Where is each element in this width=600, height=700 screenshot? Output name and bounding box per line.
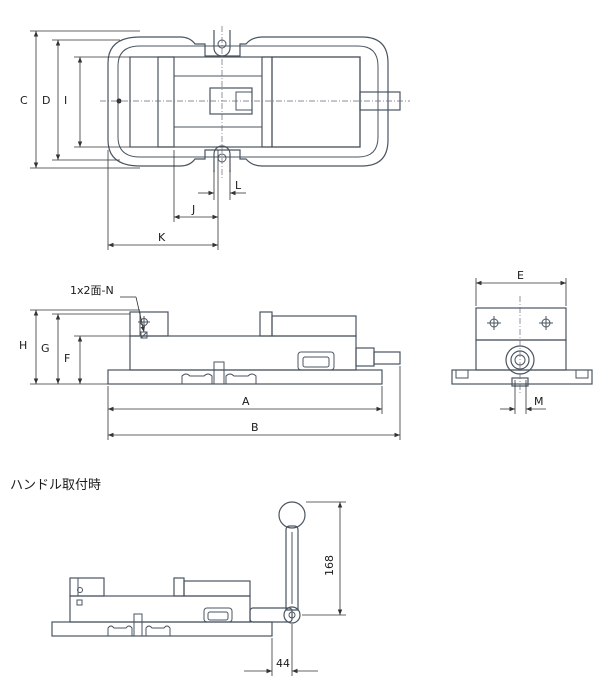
side-base-step bbox=[455, 370, 589, 379]
front-base-notch bbox=[225, 373, 257, 384]
top-movable-jaw bbox=[261, 56, 273, 148]
top-inner-frame bbox=[117, 45, 379, 158]
label-chamfer-note: 1x2面-N bbox=[70, 284, 114, 297]
label-i: I bbox=[64, 94, 67, 107]
side-body-lower bbox=[475, 339, 567, 371]
handle-pin-hole bbox=[77, 587, 83, 593]
front-shaft-end bbox=[373, 351, 401, 365]
front-base-plate bbox=[107, 369, 383, 385]
handle-grip-knob bbox=[278, 501, 306, 529]
handle-main-body bbox=[69, 595, 251, 623]
front-view: 1x2面-N H G F A B bbox=[19, 284, 401, 440]
handle-fixed-jaw-lip bbox=[69, 577, 79, 597]
handle-center-slot bbox=[133, 613, 143, 637]
label-a: A bbox=[242, 395, 250, 408]
top-main-body bbox=[129, 56, 361, 148]
front-fixed-jaw bbox=[129, 311, 169, 337]
handle-hub bbox=[283, 606, 301, 624]
section-title: ハンドル取付時 bbox=[10, 478, 101, 493]
top-fixed-jaw bbox=[157, 56, 175, 148]
label-h: H bbox=[19, 339, 27, 352]
label-44: 44 bbox=[276, 657, 290, 670]
handle-base-notch bbox=[107, 625, 133, 636]
top-bolt-slot-upper bbox=[213, 30, 231, 57]
front-main-body bbox=[129, 335, 357, 371]
label-c: C bbox=[20, 94, 28, 107]
handle-side-window bbox=[203, 607, 233, 623]
handle-lever-arm bbox=[285, 525, 299, 611]
label-k: K bbox=[158, 231, 166, 244]
label-l: L bbox=[235, 179, 242, 192]
side-view: E M bbox=[451, 269, 593, 414]
front-movable-jaw bbox=[259, 311, 273, 337]
front-side-window-inner bbox=[302, 356, 330, 368]
label-168: 168 bbox=[323, 555, 336, 576]
top-view: C D I L J K bbox=[20, 26, 410, 250]
label-e: E bbox=[517, 269, 524, 282]
chamfer-mark-diag bbox=[140, 331, 148, 339]
handle-view: 168 44 bbox=[51, 501, 346, 676]
handle-side-window-inner bbox=[207, 611, 229, 621]
handle-fixed-jaw bbox=[69, 577, 105, 597]
label-d: D bbox=[42, 94, 50, 107]
side-body-upper bbox=[475, 307, 567, 341]
front-spindle-housing bbox=[271, 315, 357, 337]
handle-base-plate bbox=[51, 621, 273, 637]
front-base-notch bbox=[181, 373, 213, 384]
label-b: B bbox=[251, 421, 259, 434]
side-base-flange bbox=[451, 369, 593, 385]
handle-base-notch bbox=[145, 625, 171, 636]
front-shaft bbox=[355, 347, 375, 367]
handle-shaft bbox=[249, 607, 293, 623]
label-m: M bbox=[534, 395, 544, 408]
label-j: J bbox=[191, 203, 195, 216]
handle-chamfer-mark bbox=[76, 599, 83, 606]
label-g: G bbox=[41, 342, 50, 355]
top-bolt-slot-lower bbox=[213, 145, 231, 172]
handle-hub-pin bbox=[288, 611, 296, 619]
top-base-outline bbox=[107, 36, 389, 167]
handle-movable-jaw bbox=[173, 577, 185, 597]
front-side-window bbox=[297, 351, 335, 371]
top-spindle-housing bbox=[271, 56, 361, 148]
front-center-slot bbox=[213, 361, 225, 385]
label-f: F bbox=[64, 352, 70, 365]
leader-line bbox=[135, 296, 145, 333]
front-fixed-jaw-lip bbox=[129, 311, 141, 337]
handle-spindle-housing bbox=[183, 580, 251, 597]
